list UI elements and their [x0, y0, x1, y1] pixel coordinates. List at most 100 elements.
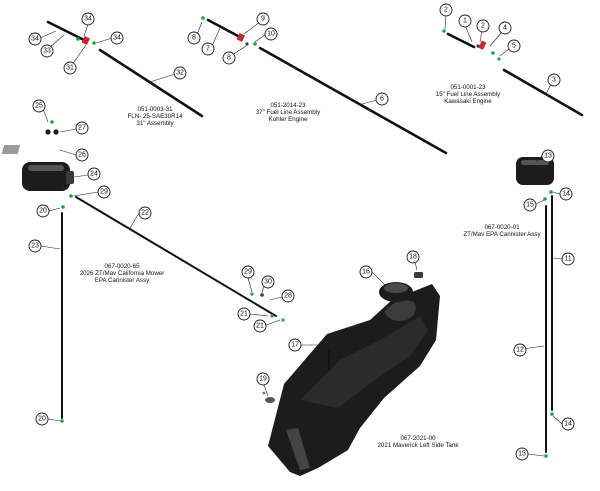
svg-text:18: 18: [409, 254, 417, 261]
green-clip: [281, 318, 285, 322]
red-clamp: [236, 33, 245, 42]
tank-neck: [384, 300, 416, 321]
tank-top-surface: [300, 316, 428, 408]
svg-text:7: 7: [206, 46, 210, 53]
callout: 28: [281, 289, 295, 303]
fuel-tank-assembly: [262, 257, 440, 476]
callout: 10: [264, 27, 278, 41]
svg-text:19: 19: [259, 376, 267, 383]
callout: 20: [36, 204, 50, 218]
callout: 8: [222, 51, 236, 65]
fuel-cap-top: [384, 283, 408, 293]
svg-text:8: 8: [227, 55, 231, 62]
callout: 26: [75, 148, 89, 162]
svg-text:21: 21: [256, 323, 264, 330]
svg-text:24: 24: [90, 171, 98, 178]
assembly-caption-a5: 067-0020-01 ZT/Mav EPA Cannister Assy: [463, 224, 541, 238]
svg-text:26: 26: [78, 152, 86, 159]
svg-text:20: 20: [38, 416, 46, 423]
callout: 33: [40, 44, 54, 58]
assembly-caption-a3: 051-0001-23 15" Fuel Line Assembly Kawas…: [436, 84, 501, 105]
svg-text:29: 29: [100, 189, 108, 196]
svg-text:13: 13: [544, 153, 552, 160]
svg-text:067-0020-01: 067-0020-01: [484, 224, 520, 231]
tank-edge: [286, 428, 310, 470]
callout: 2: [476, 19, 490, 33]
bolt: [45, 129, 51, 135]
callout: 31: [63, 61, 77, 75]
svg-text:2021 Maverick Left Side Tank: 2021 Maverick Left Side Tank: [377, 442, 459, 449]
grommet: [265, 397, 275, 403]
assembly-caption-a2: 051-2014-23 37" Fuel Line Assembly Kohle…: [256, 102, 321, 123]
canister-highlight: [521, 160, 549, 165]
svg-text:15: 15: [518, 451, 526, 458]
callout: 21: [237, 307, 251, 321]
callout: 16: [359, 265, 373, 279]
callout: 21: [253, 319, 267, 333]
svg-text:37" Fuel Line Assembly: 37" Fuel Line Assembly: [256, 109, 321, 116]
bolt: [53, 129, 59, 135]
fitting: [476, 44, 480, 48]
svg-text:33: 33: [43, 48, 51, 55]
svg-text:27: 27: [78, 125, 86, 132]
svg-text:23: 23: [31, 243, 39, 250]
callout: 7: [201, 42, 215, 56]
callout: 3: [547, 73, 561, 87]
svg-text:6: 6: [380, 96, 384, 103]
green-clip: [491, 51, 495, 55]
green-clip: [201, 16, 205, 20]
fuel-line-segment: [258, 46, 448, 155]
svg-text:31" Assembly: 31" Assembly: [136, 120, 174, 127]
callout: 5: [507, 39, 521, 53]
callout: 13: [541, 149, 555, 163]
callout: 4: [498, 21, 512, 35]
callout: 1: [458, 14, 472, 28]
callout: 22: [138, 206, 152, 220]
svg-text:25: 25: [35, 103, 43, 110]
callout: 12: [513, 343, 527, 357]
fitting: [245, 42, 249, 46]
short-line-segment: [46, 20, 88, 43]
svg-text:2: 2: [481, 23, 485, 30]
svg-text:FLN-.25-SAE30R14: FLN-.25-SAE30R14: [127, 113, 183, 120]
svg-text:3: 3: [552, 77, 556, 84]
svg-text:34: 34: [113, 35, 121, 42]
svg-text:10: 10: [267, 31, 275, 38]
svg-text:2026 ZT/Mav California Mower: 2026 ZT/Mav California Mower: [80, 270, 165, 277]
svg-text:34: 34: [84, 16, 92, 23]
green-clip: [253, 42, 257, 46]
green-clip: [270, 314, 274, 318]
green-clip: [497, 57, 501, 61]
svg-text:ZT/Mav EPA Cannister Assy: ZT/Mav EPA Cannister Assy: [463, 231, 541, 238]
svg-text:21: 21: [240, 311, 248, 318]
svg-text:17: 17: [291, 342, 299, 349]
callout: 14: [561, 417, 575, 431]
callout: 11: [561, 252, 575, 266]
callout: 9: [256, 12, 270, 26]
callout: 19: [256, 372, 270, 386]
svg-text:051-2014-23: 051-2014-23: [270, 102, 306, 109]
callout-group: 34 34 34 33 31 32 8 9 10 7 8 6 2 1 2 4 5…: [28, 3, 575, 461]
callout: 6: [375, 92, 389, 106]
short-line-segment: [206, 18, 240, 38]
callout: 23: [28, 239, 42, 253]
svg-text:1: 1: [463, 18, 467, 25]
green-clip: [262, 391, 266, 395]
fuel-line-segment: [502, 68, 584, 117]
callout: 34: [28, 32, 42, 46]
epa-cannister-assembly: [513, 155, 563, 458]
california-cannister-assembly: [1, 105, 285, 423]
svg-text:30: 30: [264, 279, 272, 286]
svg-text:9: 9: [261, 16, 265, 23]
svg-text:15" Fuel Line Assembly: 15" Fuel Line Assembly: [436, 91, 501, 98]
vent-line: [75, 196, 277, 317]
callout: 15: [515, 447, 529, 461]
svg-text:2: 2: [444, 7, 448, 14]
callout: 24: [87, 167, 101, 181]
canister-port: [66, 171, 74, 184]
callout: 14: [559, 187, 573, 201]
svg-text:28: 28: [284, 293, 292, 300]
assembly-caption-a6: 067-2021-00 2021 Maverick Left Side Tank: [377, 435, 459, 449]
callout: 29: [97, 185, 111, 199]
